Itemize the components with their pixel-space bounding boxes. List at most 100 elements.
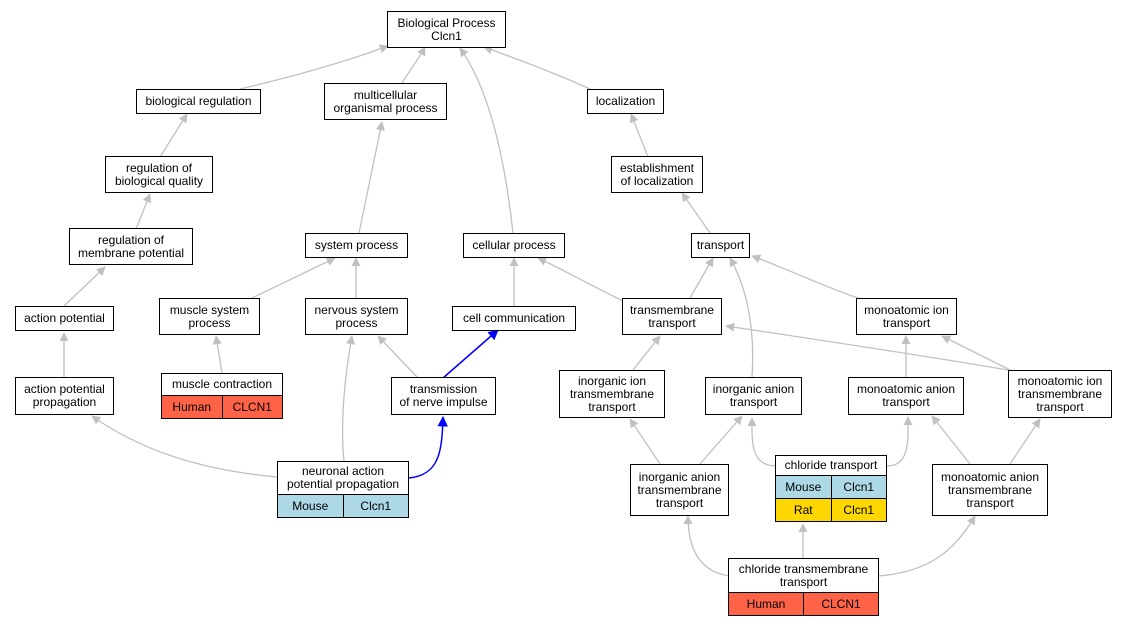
edge-iit-tmt <box>632 335 661 371</box>
edge-clt-mat <box>886 416 913 467</box>
node-monoatomic-ion-transport[interactable]: monoatomic ion transport <box>856 298 957 335</box>
edge-cp-bp <box>459 47 514 234</box>
edge-sp-mop <box>358 121 385 234</box>
annotation-row: Mouse Clcn1 <box>278 494 408 517</box>
node-label: inorganic anion transmembrane transport <box>637 469 722 510</box>
node-label: monoatomic ion transport <box>864 302 949 330</box>
node-muscle-contraction[interactable]: muscle contraction Human CLCN1 <box>161 373 283 419</box>
node-label: monoatomic anion transport <box>856 382 956 409</box>
species-cell: Mouse <box>278 495 343 517</box>
node-label: multicellular organismal process <box>333 87 438 115</box>
node-chloride-transport[interactable]: chloride transport Mouse Clcn1 Rat Clcn1 <box>775 455 887 522</box>
node-nervous-system-process[interactable]: nervous system process <box>305 298 408 335</box>
edge-loc-bp <box>483 45 591 90</box>
node-label: localization <box>595 94 656 108</box>
node-label: cellular process <box>472 238 556 252</box>
node-biological-regulation[interactable]: biological regulation <box>136 89 261 114</box>
edge-cltt-iatt <box>683 515 731 577</box>
node-regulation-of-biological-quality[interactable]: regulation of biological quality <box>105 156 213 193</box>
gene-cell: CLCN1 <box>803 593 878 615</box>
node-transmission-of-nerve-impulse[interactable]: transmission of nerve impulse <box>391 377 496 415</box>
node-localization[interactable]: localization <box>587 89 664 114</box>
node-multicellular-organismal-process[interactable]: multicellular organismal process <box>324 83 447 120</box>
node-inorganic-ion-transmembrane-transport[interactable]: inorganic ion transmembrane transport <box>559 370 665 418</box>
edge-iat-tr <box>729 257 754 379</box>
node-label: transport <box>696 238 745 252</box>
node-label: Biological Process Clcn1 <box>397 15 496 43</box>
gene-cell: Clcn1 <box>830 499 886 521</box>
node-regulation-of-membrane-potential[interactable]: regulation of membrane potential <box>69 228 193 265</box>
node-label: cell communication <box>462 311 566 325</box>
edge-mop-bp <box>401 46 426 84</box>
annotation-row: Human CLCN1 <box>162 395 282 418</box>
node-label: regulation of membrane potential <box>77 232 185 260</box>
edge-msp-sp <box>249 257 336 300</box>
edge-clt-iat <box>747 417 777 467</box>
node-label: chloride transport <box>784 458 878 472</box>
edge-mc-msp <box>212 335 223 374</box>
gene-cell: Clcn1 <box>830 476 886 498</box>
edge-rmp-rbq <box>135 193 152 230</box>
node-label: neuronal action potential propagation <box>286 464 400 491</box>
edge-rbq-br <box>159 113 188 158</box>
node-label: monoatomic ion transmembrane transport <box>1017 373 1103 414</box>
node-label: biological regulation <box>145 94 252 108</box>
node-action-potential-propagation[interactable]: action potential propagation <box>15 377 114 415</box>
edge-matt-mitt <box>1009 418 1041 465</box>
node-chloride-transmembrane-transport[interactable]: chloride transmembrane transport Human C… <box>728 558 879 616</box>
edge-ap-rmp <box>63 266 106 307</box>
node-label: inorganic anion transport <box>712 382 795 409</box>
node-label: transmission of nerve impulse <box>399 382 488 409</box>
node-label: transmembrane transport <box>629 302 715 330</box>
node-biological-process[interactable]: Biological Process Clcn1 <box>387 11 506 48</box>
edge-tmt-cp <box>537 257 624 302</box>
node-monoatomic-anion-transmembrane-transport[interactable]: monoatomic anion transmembrane transport <box>932 464 1048 516</box>
node-system-process[interactable]: system process <box>305 233 408 258</box>
node-transmembrane-transport[interactable]: transmembrane transport <box>622 298 722 335</box>
edge-tmt-tr <box>689 257 714 299</box>
node-label: establishment of localization <box>619 160 695 188</box>
node-cellular-process[interactable]: cellular process <box>463 233 565 258</box>
node-transport[interactable]: transport <box>691 233 750 258</box>
edge-nap-nsp <box>341 335 356 463</box>
node-label: inorganic ion transmembrane transport <box>569 373 655 414</box>
node-label: regulation of biological quality <box>114 160 204 188</box>
edge-eol-loc <box>629 113 649 158</box>
node-monoatomic-anion-transport[interactable]: monoatomic anion transport <box>848 377 964 415</box>
edge-tni-cc <box>442 329 499 379</box>
species-cell: Human <box>162 396 222 418</box>
edge-mit-tr <box>751 254 859 299</box>
edge-mitt-mit <box>941 335 1011 371</box>
edge-br-bp <box>239 44 389 90</box>
node-neuronal-action-potential-propagation[interactable]: neuronal action potential propagation Mo… <box>277 461 409 518</box>
gene-cell: CLCN1 <box>221 396 282 418</box>
annotation-row: Human CLCN1 <box>729 592 878 615</box>
node-action-potential[interactable]: action potential <box>15 306 114 331</box>
gene-cell: Clcn1 <box>342 495 408 517</box>
edge-iatt-iit <box>629 418 661 465</box>
edge-mitt-tmt <box>725 322 1009 371</box>
edge-matt-mat <box>931 415 971 465</box>
node-cell-communication[interactable]: cell communication <box>452 306 576 331</box>
species-cell: Human <box>729 593 803 615</box>
node-establishment-of-localization[interactable]: establishment of localization <box>611 156 703 193</box>
species-cell: Mouse <box>776 476 831 498</box>
node-label: action potential <box>24 311 105 325</box>
node-inorganic-anion-transport[interactable]: inorganic anion transport <box>705 377 802 415</box>
node-label: action potential propagation <box>24 382 105 409</box>
edge-cltt-matt <box>877 515 976 577</box>
annotation-row: Rat Clcn1 <box>776 498 886 521</box>
edge-tni-nsp <box>377 335 419 379</box>
annotation-row: Mouse Clcn1 <box>776 475 886 498</box>
node-inorganic-anion-transmembrane-transport[interactable]: inorganic anion transmembrane transport <box>630 464 729 516</box>
species-cell: Rat <box>776 499 831 521</box>
node-label: chloride transmembrane transport <box>738 561 869 589</box>
node-label: muscle contraction <box>171 377 273 391</box>
edge-iatt-iat <box>699 415 743 465</box>
edge-nap-tni <box>408 415 448 479</box>
edge-tr-eol <box>681 192 711 234</box>
node-monoatomic-ion-transmembrane-transport[interactable]: monoatomic ion transmembrane transport <box>1008 370 1112 418</box>
node-label: nervous system process <box>314 302 399 330</box>
node-muscle-system-process[interactable]: muscle system process <box>159 298 260 335</box>
